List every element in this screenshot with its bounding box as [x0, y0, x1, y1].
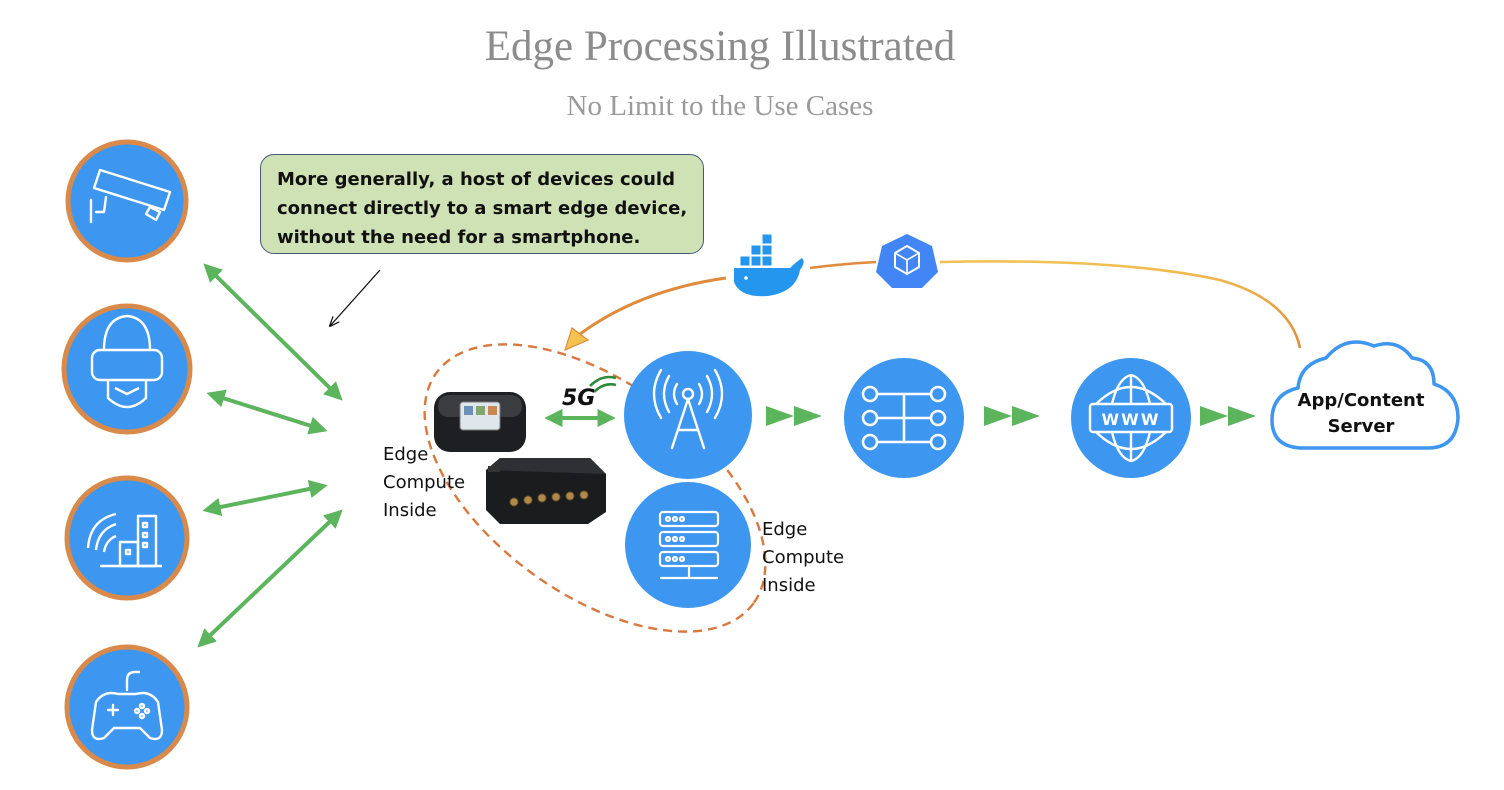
- callout-line-3: without the need for a smartphone.: [277, 227, 641, 248]
- edge-device-label-line-1: Edge: [383, 444, 429, 465]
- network-switch-icon: [861, 385, 947, 451]
- www-globe-node[interactable]: WWW: [1071, 358, 1191, 478]
- deploy-arc: [939, 260, 1302, 349]
- switch-to-www-arrow: [984, 406, 1040, 426]
- camera-icon: [89, 168, 172, 224]
- network-switch-node[interactable]: [844, 358, 964, 478]
- smart-city-icon: [86, 512, 162, 568]
- cloud-label-line-2: Server: [1327, 416, 1395, 437]
- edge-server-icon: [658, 510, 720, 580]
- edge-server-label: Edge Compute Inside: [762, 516, 844, 600]
- callout-line-2: connect directly to a smart edge device,: [277, 198, 688, 219]
- edge-device-label-line-3: Inside: [383, 500, 437, 521]
- gamepad-icon: [90, 670, 164, 741]
- www-text: WWW: [1102, 410, 1161, 429]
- device-camera[interactable]: [65, 139, 189, 263]
- cloud-label-line-1: App/Content: [1297, 390, 1425, 411]
- city-link-arrow: [202, 479, 328, 517]
- callout-pointer-arrow: [330, 269, 381, 326]
- path-arrows: [766, 406, 1256, 426]
- edge-router-icon[interactable]: [486, 458, 606, 524]
- kubernetes-icon: [876, 234, 938, 288]
- www-globe-icon: [1088, 373, 1174, 463]
- cell-tower-icon: [652, 368, 724, 450]
- cloud-icon[interactable]: [1270, 340, 1460, 450]
- edge-server-label-line-3: Inside: [762, 575, 816, 596]
- cloud-label: App/Content Server: [1276, 388, 1446, 440]
- device-gamepad[interactable]: [64, 644, 190, 770]
- diagram-title: Edge Processing Illustrated: [484, 23, 956, 70]
- deploy-arc-mid: [809, 260, 877, 270]
- edge-device-label: Edge Compute Inside: [383, 441, 465, 525]
- vr-link-arrow: [206, 389, 328, 435]
- mobile-hotspot-icon[interactable]: [434, 392, 526, 452]
- device-links: [197, 263, 343, 648]
- cell-tower-node[interactable]: [624, 351, 752, 479]
- camera-link-arrow: [203, 263, 343, 401]
- tower-to-switch-arrow: [766, 406, 822, 426]
- edge-server-node[interactable]: [625, 482, 751, 608]
- edge-server-label-line-1: Edge: [762, 519, 808, 540]
- callout-box: More generally, a host of devices could …: [260, 154, 704, 254]
- edge-device-label-line-2: Compute: [383, 472, 466, 493]
- deploy-arc-tail: [579, 276, 727, 336]
- gamepad-link-arrow: [197, 509, 343, 648]
- edge-server-label-line-2: Compute: [762, 547, 845, 568]
- 5g-label: 5G: [562, 386, 595, 411]
- docker-whale-icon: [734, 233, 804, 297]
- callout-line-1: More generally, a host of devices could: [277, 169, 675, 190]
- device-smart-city[interactable]: [64, 475, 190, 601]
- www-to-cloud-arrow: [1200, 406, 1256, 426]
- device-vr-headset[interactable]: [61, 303, 193, 435]
- vr-headset-icon: [90, 314, 164, 409]
- 5g-badge: 5G: [562, 375, 617, 411]
- deploy-arrowhead: [564, 327, 590, 352]
- diagram-subtitle: No Limit to the Use Cases: [566, 90, 874, 122]
